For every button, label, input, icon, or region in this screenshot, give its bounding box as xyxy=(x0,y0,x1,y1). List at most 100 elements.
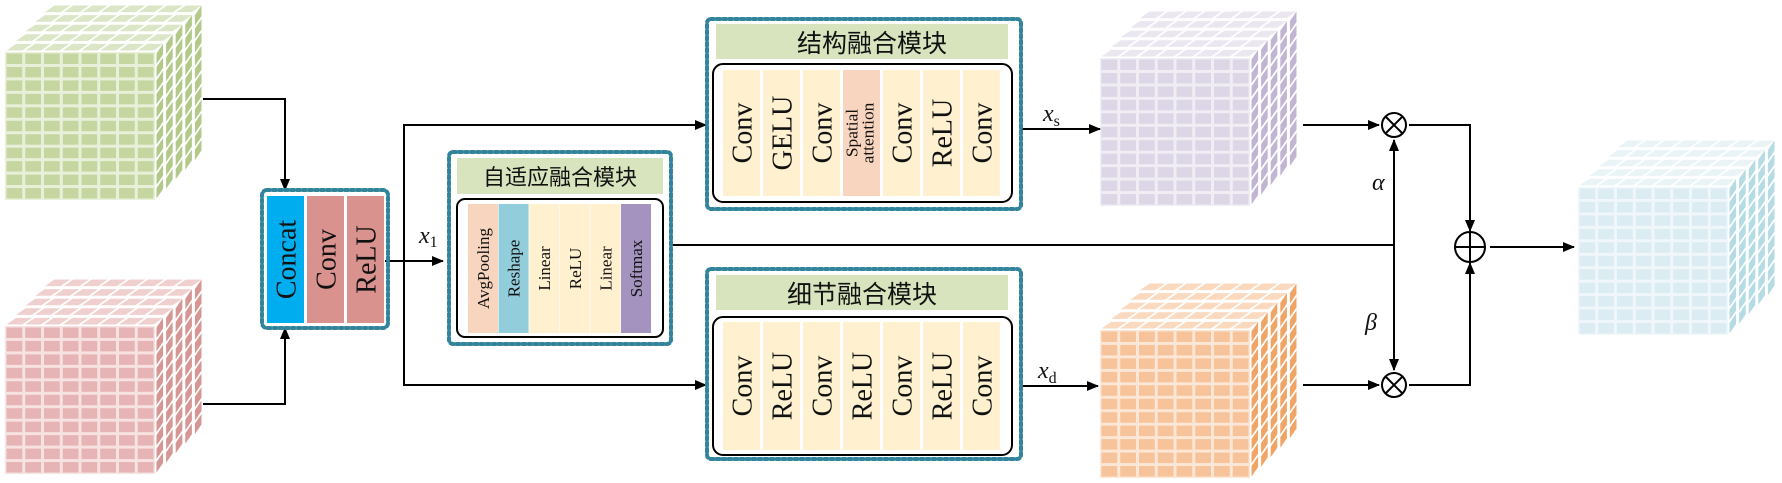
cube-side-cell xyxy=(1251,184,1259,205)
cube-side-cell xyxy=(1261,406,1268,427)
cube-top-cell xyxy=(1710,178,1737,186)
cube-front-cell xyxy=(1139,167,1155,178)
cube-side-cell xyxy=(1739,263,1746,284)
cube-top-cell xyxy=(25,43,51,51)
cube-front-cell xyxy=(25,134,41,145)
cube-front-cell xyxy=(119,147,135,159)
cube-top-cell xyxy=(1607,169,1634,176)
cube-side-cell xyxy=(1289,105,1297,126)
cube-top-cell xyxy=(1626,169,1652,176)
cube-front-cell xyxy=(1598,188,1614,199)
cube-top-cell xyxy=(16,34,42,41)
cube-front-cell xyxy=(137,462,154,473)
cube-side-cell xyxy=(1270,57,1278,78)
cube-front-cell xyxy=(1157,412,1174,423)
cube-top-cell xyxy=(72,308,98,315)
cube-top-cell xyxy=(1149,21,1175,28)
cube-front-cell xyxy=(137,394,154,406)
cube-front-cell xyxy=(1195,113,1211,124)
cube-front-cell xyxy=(1157,72,1174,84)
cube-front-cell xyxy=(100,188,116,199)
cube-side-cell xyxy=(175,51,183,72)
cube-front-cell xyxy=(119,53,135,64)
add-cross xyxy=(1455,232,1485,262)
layer-label: Conv xyxy=(727,356,758,417)
cube-front-cell xyxy=(1598,296,1614,307)
cube-top-cell xyxy=(1205,21,1231,28)
cube-front-cell xyxy=(1157,113,1174,124)
cube-front-cell xyxy=(1176,99,1193,111)
cube-side-cell xyxy=(1739,236,1746,257)
cube-side-cell xyxy=(166,429,173,450)
cube-top-cell xyxy=(1204,40,1231,47)
cube-front-cell xyxy=(1120,113,1136,124)
cube-top-cell xyxy=(1655,140,1681,148)
cube-side-cell xyxy=(156,178,164,199)
cube-side-cell xyxy=(1270,97,1278,119)
cube-front-cell xyxy=(6,435,23,446)
cube-front-cell xyxy=(137,188,154,199)
cube-side-cell xyxy=(1767,167,1775,188)
cube-front-cell xyxy=(25,53,41,64)
cube-front-cell xyxy=(1692,282,1708,294)
cube-top-cell xyxy=(1636,140,1662,148)
cube-front-cell xyxy=(25,381,41,392)
cube-top-cell xyxy=(166,15,192,22)
cube-side-cell xyxy=(194,86,202,107)
cube-front-cell xyxy=(6,134,23,145)
cube-side-cell xyxy=(1261,433,1268,454)
cube-top-cell xyxy=(6,43,32,51)
cube-front-cell xyxy=(137,421,154,433)
cube-front-cell xyxy=(1101,194,1118,205)
layer-label: Softmax xyxy=(627,239,646,297)
detail-feature-cube-orange xyxy=(1100,283,1297,478)
cube-front-cell xyxy=(1139,466,1155,477)
cube-side-cell xyxy=(1261,419,1268,440)
cube-front-cell xyxy=(1176,331,1193,342)
cube-front-cell xyxy=(1654,188,1671,199)
connectors xyxy=(203,98,1575,405)
cube-front-cell xyxy=(25,367,41,379)
cube-front-cell xyxy=(137,174,154,186)
cube-front-cell xyxy=(100,66,116,78)
cube-front-cell xyxy=(1710,269,1727,280)
layer-label: Concat xyxy=(271,220,302,300)
cube-front-cell xyxy=(81,462,98,473)
cube-front-cell xyxy=(1176,194,1193,205)
cube-top-cell xyxy=(1214,283,1241,291)
cube-top-cell xyxy=(81,43,107,51)
cube-top-cell xyxy=(1196,283,1222,291)
cube-front-cell xyxy=(1710,323,1727,334)
cube-top-cell xyxy=(1157,49,1184,57)
layer-label: ReLU xyxy=(767,352,798,420)
cube-front-cell xyxy=(1139,412,1155,423)
cube-front-cell xyxy=(1120,180,1136,192)
cube-front-cell xyxy=(1120,371,1136,383)
layer-block xyxy=(963,70,1000,196)
cube-front-cell xyxy=(6,93,23,105)
cube-front-cell xyxy=(1101,153,1118,165)
cube-front-cell xyxy=(1654,309,1671,321)
cube-side-cell xyxy=(1289,146,1297,167)
cube-front-cell xyxy=(81,147,98,159)
cube-front-cell xyxy=(1139,331,1155,342)
cube-front-cell xyxy=(137,408,154,419)
cube-side-cell xyxy=(166,442,173,463)
cube-side-cell xyxy=(1251,362,1259,383)
cube-front-cell xyxy=(1214,412,1230,423)
cube-top-cell xyxy=(101,5,127,13)
cube-front-cell xyxy=(1120,72,1136,84)
cube-side-cell xyxy=(1289,11,1297,32)
cube-side-cell xyxy=(185,28,192,49)
cube-front-cell xyxy=(137,107,154,118)
cube-top-cell xyxy=(1101,49,1127,57)
cube-front-cell xyxy=(62,174,79,186)
cube-top-cell xyxy=(25,24,52,32)
cube-side-cell xyxy=(175,78,183,99)
cube-front-cell xyxy=(81,120,98,132)
cube-side-cell xyxy=(1251,76,1259,97)
cube-side-cell xyxy=(1289,51,1297,72)
cube-side-cell xyxy=(166,115,173,136)
cube-front-cell xyxy=(1692,309,1708,321)
cube-side-cell xyxy=(1729,246,1737,267)
